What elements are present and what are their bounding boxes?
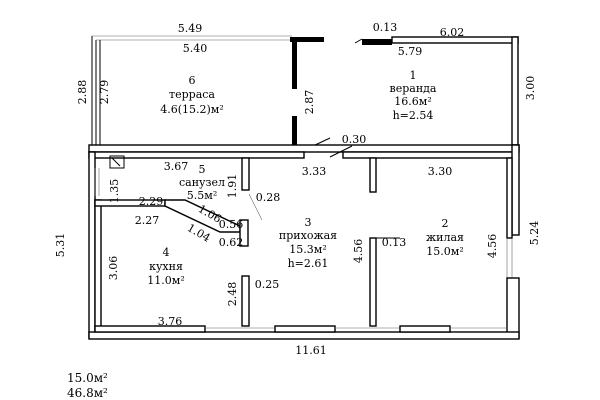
terrace-walls	[91, 35, 324, 154]
svg-text:2.79: 2.79	[98, 80, 111, 105]
svg-text:3.76: 3.76	[158, 315, 183, 328]
svg-text:веранда: веранда	[390, 82, 437, 95]
svg-text:0.28: 0.28	[256, 191, 281, 204]
svg-text:3.33: 3.33	[302, 165, 327, 178]
svg-text:1: 1	[410, 69, 417, 82]
dimension-labels: 5.49 5.40 2.88 2.79 2.87 0.13 6.02 5.79 …	[54, 21, 541, 357]
svg-text:5.31: 5.31	[54, 233, 67, 258]
svg-text:0.62: 0.62	[219, 236, 244, 249]
svg-text:3.67: 3.67	[164, 160, 189, 173]
svg-text:15.0м²: 15.0м²	[67, 371, 108, 385]
svg-text:4.56: 4.56	[486, 234, 499, 259]
svg-text:жилая: жилая	[426, 231, 464, 244]
svg-text:1.91: 1.91	[226, 174, 239, 199]
svg-text:кухня: кухня	[149, 260, 183, 273]
svg-text:5.79: 5.79	[398, 45, 423, 58]
room-label-hall: 3 прихожая 15.3м² h=2.61	[279, 216, 337, 270]
svg-text:46.8м²: 46.8м²	[67, 386, 108, 400]
svg-text:3.00: 3.00	[524, 76, 537, 101]
svg-text:5: 5	[199, 163, 206, 176]
svg-text:4.6(15.2)м²: 4.6(15.2)м²	[160, 103, 224, 116]
svg-text:3.06: 3.06	[107, 256, 120, 281]
svg-text:h=2.54: h=2.54	[393, 109, 434, 122]
svg-text:терраса: терраса	[169, 88, 215, 101]
svg-text:2: 2	[442, 217, 449, 230]
svg-text:0.25: 0.25	[255, 278, 280, 291]
svg-text:2.87: 2.87	[303, 90, 316, 115]
house-walls	[88, 144, 520, 340]
svg-text:6: 6	[189, 74, 196, 87]
room-label-veranda: 1 веранда 16.6м² h=2.54	[390, 69, 437, 122]
svg-text:11.61: 11.61	[295, 344, 327, 357]
svg-text:4.56: 4.56	[352, 239, 365, 264]
svg-text:0.56: 0.56	[219, 218, 244, 231]
svg-text:0.13: 0.13	[382, 236, 407, 249]
svg-text:1.35: 1.35	[108, 179, 121, 204]
svg-text:h=2.61: h=2.61	[288, 257, 329, 270]
svg-text:15.3м²: 15.3м²	[289, 243, 326, 256]
svg-text:0.13: 0.13	[373, 21, 398, 34]
svg-text:прихожая: прихожая	[279, 229, 337, 242]
svg-text:11.0м²: 11.0м²	[147, 274, 184, 287]
svg-text:2.27: 2.27	[135, 214, 160, 227]
svg-text:3: 3	[305, 216, 312, 229]
svg-text:4: 4	[163, 246, 170, 259]
svg-text:2.48: 2.48	[226, 282, 239, 307]
svg-text:2.29: 2.29	[139, 195, 164, 208]
room-label-bathroom: 5 санузел 5.5м²	[179, 163, 225, 202]
svg-text:15.0м²: 15.0м²	[426, 245, 463, 258]
svg-text:0.30: 0.30	[342, 133, 367, 146]
svg-text:5.5м²: 5.5м²	[187, 189, 217, 202]
svg-text:2.88: 2.88	[76, 80, 89, 105]
area-summary: 15.0м² 46.8м²	[67, 371, 108, 400]
svg-text:5.24: 5.24	[528, 221, 541, 246]
svg-text:5.40: 5.40	[183, 42, 208, 55]
room-label-terrace: 6 терраса 4.6(15.2)м²	[160, 74, 224, 116]
svg-text:16.6м²: 16.6м²	[394, 95, 431, 108]
svg-text:3.30: 3.30	[428, 165, 453, 178]
room-label-living: 2 жилая 15.0м²	[426, 217, 464, 258]
svg-text:5.49: 5.49	[178, 22, 203, 35]
svg-text:санузел: санузел	[179, 176, 225, 189]
room-label-kitchen: 4 кухня 11.0м²	[147, 246, 184, 287]
svg-text:6.02: 6.02	[440, 26, 465, 39]
